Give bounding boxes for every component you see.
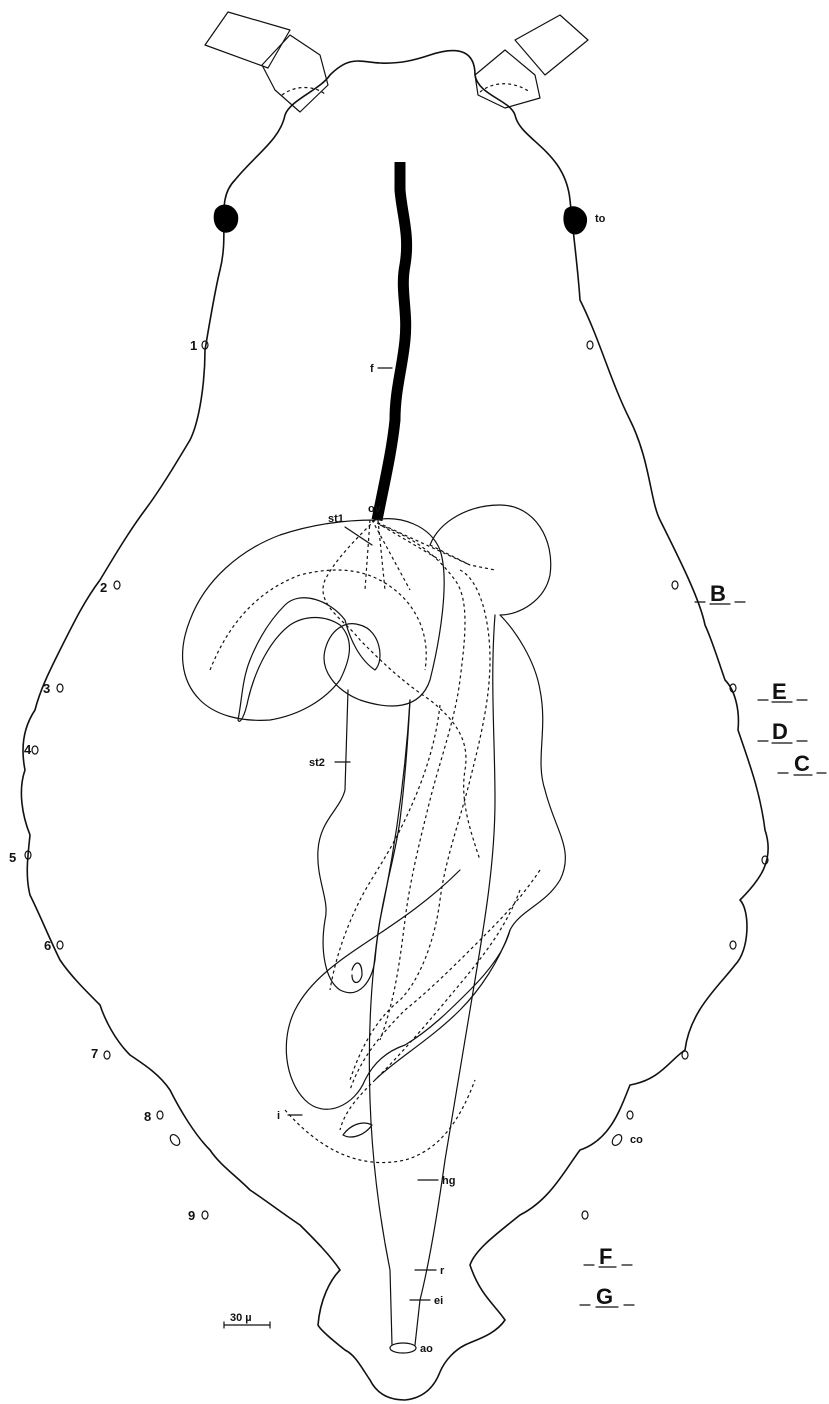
anus-opening xyxy=(390,1343,416,1353)
internal-dashed-6 xyxy=(350,870,540,1090)
leader-lines xyxy=(288,368,438,1300)
svg-text:E: E xyxy=(772,679,787,704)
section-marker-b: B xyxy=(695,581,745,606)
segment-number-7: 7 xyxy=(91,1046,98,1061)
label-to: to xyxy=(595,213,606,225)
internal-dashed-2 xyxy=(380,525,465,1040)
svg-text:G: G xyxy=(596,1284,613,1309)
foregut xyxy=(377,162,407,520)
right-antenna xyxy=(475,15,588,108)
segment-number-2: 2 xyxy=(100,580,107,595)
svg-text:B: B xyxy=(710,581,726,606)
left-eye xyxy=(214,205,239,233)
svg-text:D: D xyxy=(772,719,788,744)
section-marker-f: F xyxy=(584,1244,632,1269)
rectum-left xyxy=(369,700,410,1345)
label-co: co xyxy=(630,1134,643,1146)
segment-number-8: 8 xyxy=(144,1109,151,1124)
right-spiracles xyxy=(582,341,768,1219)
left-antenna xyxy=(205,12,328,112)
label-ov: ov xyxy=(368,503,382,515)
left-spiracles xyxy=(25,341,208,1219)
svg-text:C: C xyxy=(794,751,810,776)
label-st1: st1 xyxy=(328,513,344,525)
st2-tip xyxy=(352,963,362,982)
section-marker-d: D xyxy=(758,719,807,744)
internal-dashed-4 xyxy=(210,570,426,670)
body-outline xyxy=(21,51,768,1400)
label-ao: ao xyxy=(420,1343,433,1355)
label-i: i xyxy=(277,1110,280,1122)
section-marker-e: E xyxy=(758,679,807,704)
label-st2: st2 xyxy=(309,757,325,769)
segment-number-6: 6 xyxy=(44,938,51,953)
label-r: r xyxy=(440,1265,445,1277)
right-eye xyxy=(563,206,587,234)
label-f: f xyxy=(370,363,374,375)
label-hg: hg xyxy=(442,1175,455,1187)
segment-number-3: 3 xyxy=(43,681,50,696)
segment-number-4: 4 xyxy=(24,742,32,757)
ov-lines xyxy=(365,520,495,590)
segment-number-5: 5 xyxy=(9,850,16,865)
svg-text:F: F xyxy=(599,1244,612,1269)
section-marker-g: G xyxy=(580,1284,634,1309)
scale-bar: 30 µ xyxy=(224,1312,270,1328)
segment-number-1: 1 xyxy=(190,338,197,353)
intestine-tip xyxy=(343,1123,372,1137)
intestine xyxy=(286,870,510,1109)
segment-number-9: 9 xyxy=(188,1208,195,1223)
stomach-1 xyxy=(183,519,445,722)
scale-bar-label: 30 µ xyxy=(230,1312,252,1324)
label-ei: ei xyxy=(434,1295,443,1307)
stomach-2-tube xyxy=(318,690,410,993)
internal-dashed-7 xyxy=(340,890,520,1130)
section-marker-c: C xyxy=(778,751,826,776)
